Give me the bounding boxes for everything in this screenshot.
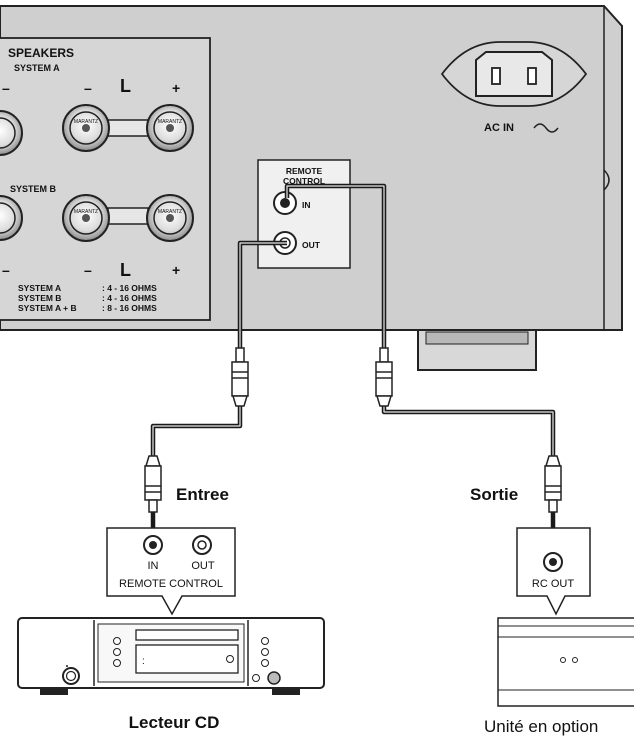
polarity-plus-label-a: + — [172, 80, 180, 96]
speaker-terminal-b-left-plus — [0, 195, 23, 241]
rca-plug-rc-out — [544, 455, 562, 513]
polarity-minus-label-b-left: – — [2, 262, 10, 278]
rc-out-jack — [543, 552, 563, 572]
speaker-terminal-a-minus — [62, 104, 110, 152]
remote-in-jack — [273, 191, 297, 215]
remote-control-label-line1: REMOTE — [286, 166, 323, 176]
cd-display-dot: : — [142, 656, 145, 667]
optional-unit-jack-callout: RC OUT — [516, 527, 591, 616]
cd-out-label: OUT — [191, 560, 215, 572]
system-a-label: SYSTEM A — [14, 63, 60, 73]
polarity-minus-label-b: – — [84, 262, 92, 278]
impedance-name: SYSTEM A — [18, 283, 61, 293]
remote-control-label-line2: CONTROL — [283, 176, 325, 186]
speaker-terminal-a-left-plus — [0, 110, 23, 156]
terminal-brand-b-minus: MARANTZ — [74, 209, 98, 215]
optional-unit-name: Unité en option — [484, 717, 598, 736]
remote-in-label: IN — [302, 200, 311, 210]
impedance-value: : 8 - 16 OHMS — [102, 303, 157, 313]
speaker-terminal-b-plus — [146, 194, 194, 242]
rca-plug-amp-in — [375, 347, 393, 407]
amplifier-rear-panel: SPEAKERS SYSTEM A – – L + SYSTEM B — [0, 5, 623, 371]
system-b-label: SYSTEM B — [10, 184, 57, 194]
impedance-name: SYSTEM A + B — [18, 303, 77, 313]
impedance-value: : 4 - 16 OHMS — [102, 283, 157, 293]
cd-in-jack — [143, 535, 163, 555]
polarity-minus-label-a-left: – — [2, 80, 10, 96]
cd-out-jack — [192, 535, 212, 555]
terminal-brand-a-minus: MARANTZ — [74, 119, 98, 125]
output-label: Sortie — [470, 485, 518, 504]
cd-in-label: IN — [148, 560, 159, 572]
polarity-minus-label-a: – — [84, 80, 92, 96]
speaker-terminal-b-minus — [62, 194, 110, 242]
rca-plug-amp-out — [231, 347, 249, 407]
rca-plug-cd-in — [144, 455, 162, 513]
impedance-name: SYSTEM B — [18, 293, 61, 303]
rc-out-label: RC OUT — [532, 578, 574, 590]
impedance-table: SYSTEM A : 4 - 16 OHMS SYSTEM B : 4 - 16… — [18, 283, 157, 313]
ac-in-label: AC IN — [484, 122, 514, 134]
channel-left-label-b: L — [120, 260, 131, 280]
terminal-brand-b-plus: MARANTZ — [158, 209, 182, 215]
terminal-brand-a-plus: MARANTZ — [158, 119, 182, 125]
speaker-terminal-a-plus — [146, 104, 194, 152]
cd-player: : — [17, 617, 325, 695]
cd-player-jack-callout: IN OUT REMOTE CONTROL — [106, 527, 236, 616]
polarity-plus-label-b: + — [172, 262, 180, 278]
ac-inlet — [440, 41, 588, 107]
cd-remote-control-label: REMOTE CONTROL — [119, 578, 223, 590]
cd-player-name: Lecteur CD — [129, 713, 220, 732]
cable-to-cd-player — [150, 240, 287, 538]
remote-out-label: OUT — [302, 240, 321, 250]
speakers-title: SPEAKERS — [8, 46, 74, 60]
input-label: Entree — [176, 485, 229, 504]
impedance-value: : 4 - 16 OHMS — [102, 293, 157, 303]
optional-unit — [497, 617, 634, 707]
ac-wave-icon — [533, 123, 559, 133]
channel-left-label-a: L — [120, 76, 131, 96]
